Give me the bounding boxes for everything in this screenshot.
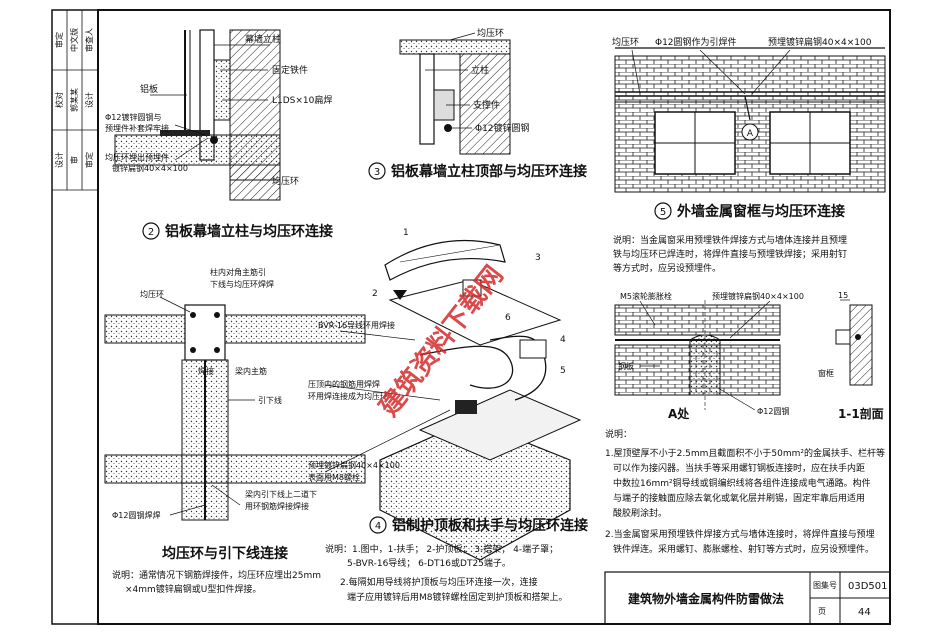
part-number: 5 [560,366,566,376]
detail-3-column-top: 均压环 立柱 支撑件 Φ12镀锌圆钢 3 铝板幕墙立柱顶部与均压环连接 [368,27,587,180]
detail-note-line: 2.每隔如用导线将护顶板与均压环连接一次，连接 [340,576,538,588]
part-number: 3 [535,253,541,263]
label-column: 立柱 [471,64,489,76]
drawing-title: 建筑物外墙金属构件防雷做法 [627,591,784,606]
label-embed-flat: 预埋镀锌扁钢40×4×100 [712,291,804,301]
label-lead-weld: 用环钢筋焊接焊接 [245,501,309,511]
label-ring-link: 环用焊连接成为均压环 [308,391,388,401]
label-phi12: Φ12圆钢 [757,406,789,416]
label-beam-rebar: 梁内主筋 [235,366,267,376]
side-cell: 审定 [54,32,64,48]
label-aluminum-panel: 铝板 [140,83,158,95]
label-phi12-bar: Φ12圆钢焊焊 [112,510,160,520]
page-label: 页 [818,607,826,616]
label-ring: 均压环 [477,27,504,39]
detail-note-line: 铁与均压环已焊连时，将焊件直接与预埋铁焊接；采用射钉 [613,248,847,260]
notes-line: 1.屋顶壁厚不小于2.5mm且截面积不小于50mm²的金属扶手、栏杆等 [605,447,885,459]
label-phi12: Φ12镀锌圆钢 [475,122,530,134]
label-m8: 表面用M8螺栓 [308,472,360,482]
label-bvr: BVR-16导线环用焊接 [318,320,395,330]
detail-a-caption: A处 [668,406,690,421]
detail-5-window-frame: A 均压环 Φ12圆钢作为引焊件 预埋镀锌扁钢40×4×100 5 外墙金属窗框… [612,36,886,274]
general-notes: 说明： 1.屋顶壁厚不小于2.5mm且截面积不小于50mm²的金属扶手、栏杆等 … [605,428,885,555]
label-curtain-column: 幕墙立柱 [245,33,281,45]
detail-note-line: 说明：当金属窗采用预埋铁件焊接方式与墙体连接并且预埋 [613,234,847,246]
label-embed: 预埋镀锌扁钢40×4×100 [308,460,400,470]
side-cell: 审查人 [84,28,94,52]
side-cell: 设计 [84,92,94,108]
detail-note-line: 端子应用镀锌后用M8镀锌螺栓固定到护顶板和搭架上。 [347,591,568,603]
side-signature-block: 审定 中文版 审查人 校对 郭某某 设计 设计 审 审定 [52,9,98,191]
detail-2-curtain-wall-column: 幕墙立柱 铝板 固定铁件 L1DS×10扁焊 Φ12镀锌圆钢与 预埋件补套焊牢接… [105,29,333,240]
detail-4-parapet-handrail: 1 2 3 4 5 6 BVR-16导线环用焊接 压顶内的钢筋用焊焊 环用焊连接… [308,228,588,603]
inner-border [97,9,891,625]
notes-line: 酸胶刷涂封。 [613,507,667,519]
label-window-frame: 窗框 [818,368,834,378]
title-block: 建筑物外墙金属构件防雷做法 图集号 03D501 页 44 [604,571,891,625]
detail-number: 2 [148,227,154,238]
label-ring: 均压环 [140,289,164,299]
label-main-rebar: 柱内对角主筋引 [210,267,266,277]
atlas-label: 图集号 [813,580,837,590]
side-cell: 中文版 [69,28,79,52]
label-embedded-weld: 预埋件补套焊牢接 [105,123,169,133]
detail-title: 铝板幕墙立柱顶部与均压环连接 [391,163,587,180]
notes-line: 与端子的接触面应除去氧化或氧化层并刷锡，固定牢靠后用适用 [613,492,865,504]
part-number: 4 [560,335,566,345]
part-number: 6 [505,313,511,323]
label-to-ring: 下线与均压环焊焊 [210,279,274,289]
label-m5-mortar: M5滚轮膨胀栓 [620,291,672,301]
detail-1-ring-downlead: 均压环与引下线连接 说明：通常情况下钢筋焊接件，均压环应埋出25mm ×4mm镀… [112,545,321,595]
label-lug-weld: L1DS×10扁焊 [272,94,332,106]
label-plaster: 钢板 [618,361,634,371]
detail-number: 5 [660,207,666,218]
section-caption: 1-1剖面 [838,406,884,421]
detail-note-line: 说明：通常情况下钢筋焊接件，均压环应埋出25mm [112,569,321,581]
side-cell: 审 [69,156,79,164]
page-number: 44 [858,607,871,618]
label-lead-two: 梁内引下线上二道下 [245,489,317,499]
notes-line: 中数拉16mm²铜导线或铜编织线将各组件连接成电气通路。构件 [613,477,871,489]
detail-title: 铝制护顶板和扶手与均压环连接 [392,517,588,534]
label-ring-embed: 均压环埋出预埋件 [105,152,169,162]
label-embed-flat: 预埋镀锌扁钢40×4×100 [768,36,872,48]
label-ring: 均压环 [612,36,639,48]
atlas-number: 03D501 [848,581,888,592]
detail-number: 3 [374,167,380,178]
detail-note-line: 说明：1.图中，1-扶手； 2-护顶板； 3-搭架； 4-端子罩； [325,543,558,555]
detail-title: 均压环与引下线连接 [162,545,288,562]
window-right [769,111,851,175]
side-cell: 设计 [54,152,64,168]
notes-line: 铁件焊连。采用螺钉、膨胀螺栓、射钉等方式时，应另设预埋件。 [613,543,874,555]
label-bracket: 支撑件 [473,99,500,111]
label-phi12-link: Φ12圆钢作为引焊件 [655,36,737,48]
window-left [654,111,736,175]
part-number: 2 [372,289,378,299]
label-dim: 15 [838,291,848,300]
notes-line: 可以作为接闪器。当扶手等采用螺钉钢板连接时，应在扶手内距 [613,462,865,474]
side-cell: 审定 [84,152,94,168]
label-fixed-fitting: 固定铁件 [272,64,308,76]
side-cell: 校对 [54,92,64,108]
detail-note-line: 5-BVR-16导线； 6-DT16或DT25端子。 [347,557,511,569]
detail-note-line: ×4mm镀锌扁钢或U型扣件焊接。 [125,583,261,595]
notes-line: 2.当金属窗采用预埋铁件焊接方式与墙体连接时，将焊件直接与预埋 [605,528,875,540]
side-cell: 郭某某 [69,88,79,112]
label-equal-ring: 均压环 [272,175,299,187]
part-number: 1 [403,228,409,238]
label-downlead: 引下线 [258,395,282,405]
detail-column-ring: 柱内对角主筋引 下线与均压环焊焊 均压环 焊接 梁内主筋 引下线 Φ12圆钢焊焊… [104,267,366,521]
label-phi12-steel: Φ12镀锌圆钢与 [105,112,161,122]
callout-a: A [747,129,754,139]
detail-a-section: M5滚轮膨胀栓 预埋镀锌扁钢40×4×100 钢板 Φ12圆钢 A处 15 窗框… [614,291,884,421]
label-parapet: 压顶内的钢筋用焊焊 [308,379,380,389]
label-galv-flat: 镀锌扁钢40×4×100 [112,163,188,173]
detail-number: 4 [375,521,381,532]
label-weld: 焊接 [198,366,214,376]
detail-note-line: 等方式时，应另设预埋件。 [613,262,721,274]
detail-title: 外墙金属窗框与均压环连接 [677,203,845,220]
notes-heading: 说明： [605,428,632,440]
detail-title: 铝板幕墙立柱与均压环连接 [165,223,333,240]
